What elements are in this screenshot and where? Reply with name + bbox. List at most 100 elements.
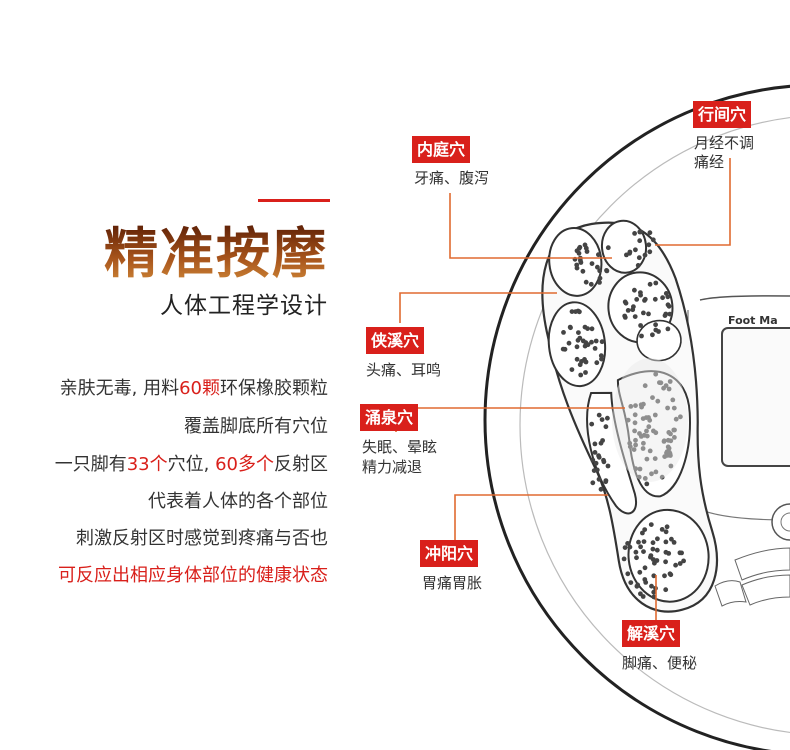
massage-node <box>647 448 653 454</box>
massage-node <box>632 428 637 434</box>
massage-node <box>657 380 662 385</box>
massage-node <box>642 577 648 582</box>
massage-node <box>625 571 631 577</box>
massage-node <box>561 330 566 335</box>
massage-node <box>589 326 595 332</box>
massage-node <box>633 437 638 443</box>
massage-node <box>679 550 684 556</box>
description-line-2: 覆盖脚底所有穴位 <box>184 416 328 437</box>
massage-node <box>627 440 633 446</box>
massage-node <box>632 420 638 426</box>
massage-node <box>678 414 683 420</box>
massage-node <box>638 323 643 328</box>
massage-node <box>665 437 671 443</box>
massage-node <box>634 583 640 589</box>
device-display-screen <box>721 327 790 467</box>
massage-node <box>633 466 639 472</box>
massage-node <box>622 545 628 550</box>
description-line-5: 刺激反射区时感觉到疼痛与否也 <box>76 528 328 549</box>
device-brand-text: Foot Ma <box>728 314 778 327</box>
massage-node <box>638 434 644 439</box>
device-mode-button-2 <box>741 574 790 606</box>
massage-node <box>671 405 677 411</box>
massage-node <box>639 333 644 339</box>
massage-node <box>641 310 646 316</box>
leader-line-chongyang <box>454 494 608 540</box>
massage-node <box>634 555 639 561</box>
massage-node <box>650 395 655 400</box>
massage-node <box>576 250 582 256</box>
massage-node <box>666 386 672 392</box>
massage-node <box>605 415 610 421</box>
massage-node <box>634 297 640 302</box>
massage-node <box>625 417 631 423</box>
massage-node <box>579 359 584 364</box>
massage-node <box>659 527 665 532</box>
massage-node <box>596 453 601 459</box>
massage-node <box>662 573 667 579</box>
massage-node <box>569 367 575 372</box>
massage-node <box>641 549 646 554</box>
massage-node <box>582 242 588 248</box>
page-title: 精准按摩 <box>104 222 328 285</box>
massage-node <box>665 302 671 308</box>
massage-node <box>638 544 643 550</box>
device-outer-rim <box>483 84 790 750</box>
acupoint-desc-neiting: 牙痛、腹泻 <box>414 169 490 187</box>
acupoint-badge-xiaxi: 侠溪穴 <box>366 327 425 354</box>
massage-node <box>574 356 580 362</box>
massage-node <box>577 244 583 250</box>
acupoint-badge-jiexi: 解溪穴 <box>622 620 681 647</box>
massage-node <box>577 309 582 315</box>
massage-node <box>625 308 631 313</box>
massage-node <box>590 457 596 463</box>
massage-node <box>664 524 670 530</box>
acupoint-desc-yongquan-1: 失眠、晕眩 <box>362 438 438 456</box>
massage-node <box>621 556 627 562</box>
device-mode-button-1 <box>734 547 790 581</box>
massage-node <box>601 459 607 465</box>
massage-node <box>638 402 644 408</box>
massage-node <box>665 405 670 411</box>
massage-node <box>653 371 659 377</box>
description-line-4: 代表着人体的各个部位 <box>148 491 328 512</box>
massage-node <box>650 332 655 338</box>
massage-node <box>651 589 657 595</box>
desc-text: 反射区 <box>274 454 328 475</box>
massage-node <box>652 296 658 302</box>
massage-node <box>635 263 641 268</box>
massage-node <box>660 295 665 301</box>
massage-node <box>593 338 599 344</box>
massage-node <box>648 553 654 558</box>
massage-node <box>663 529 669 535</box>
title-accent-line <box>258 199 330 202</box>
massage-node <box>637 569 643 575</box>
acupoint-desc-xiaxi: 头痛、耳鸣 <box>366 361 442 379</box>
desc-highlight: 60颗 <box>179 378 220 399</box>
massage-node <box>641 539 647 544</box>
massage-node <box>594 467 600 473</box>
massage-node <box>628 580 634 585</box>
massage-node <box>574 265 580 271</box>
massage-node <box>681 558 686 564</box>
massage-node <box>648 522 654 527</box>
massage-node <box>652 456 658 461</box>
massage-node <box>624 252 629 258</box>
desc-text: 一只脚有 <box>54 454 127 475</box>
massage-node <box>574 344 580 350</box>
massage-node <box>630 307 636 313</box>
massage-nodes <box>560 229 686 600</box>
massage-node <box>603 479 609 485</box>
acupoint-badge-yongquan: 涌泉穴 <box>360 404 419 431</box>
acupoint-badge-xingjian: 行间穴 <box>693 101 752 128</box>
massage-node <box>604 268 610 274</box>
massage-node <box>578 372 584 378</box>
massage-node <box>647 249 653 255</box>
acupoint-desc-yongquan-2: 精力减退 <box>362 458 423 476</box>
massage-node <box>633 549 639 555</box>
massage-node <box>636 255 642 261</box>
massage-node <box>663 291 669 296</box>
massage-node <box>644 428 649 434</box>
massage-node <box>640 530 645 536</box>
massage-node <box>622 313 628 319</box>
